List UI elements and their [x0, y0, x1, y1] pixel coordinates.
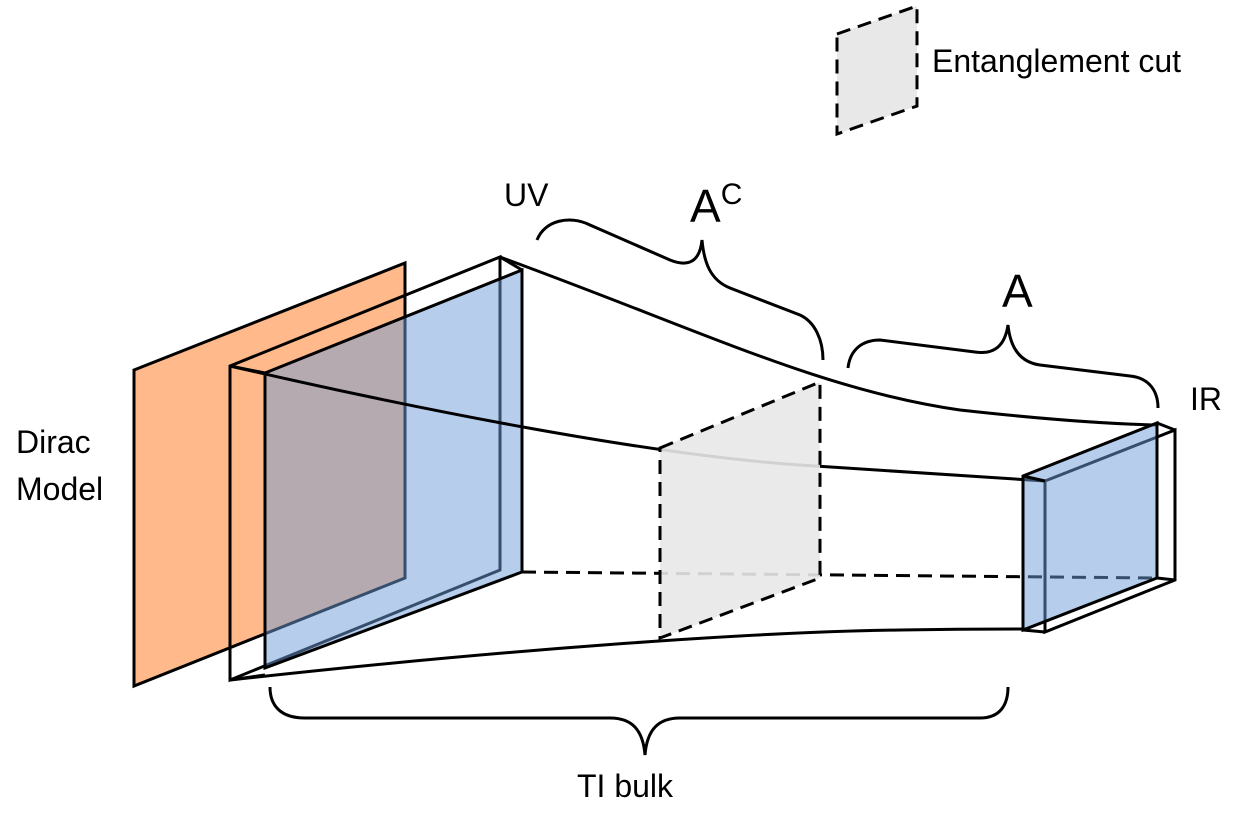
ir-connector-bottom	[1022, 628, 1046, 634]
ir-connector-bottom-right	[1156, 576, 1176, 582]
dirac-label-line1: Dirac	[16, 424, 91, 460]
legend: Entanglement cut	[835, 3, 1181, 137]
bulk-top-curve	[499, 255, 1158, 427]
a-complement-brace	[535, 218, 825, 361]
legend-cut-swatch	[835, 3, 919, 137]
a-complement-superscript: C	[721, 178, 743, 211]
ir-connector-top	[1022, 474, 1046, 483]
uv-label: UV	[504, 177, 549, 213]
ti-bulk-brace	[268, 686, 1010, 756]
a-label: A	[1002, 265, 1033, 317]
a-complement-label: AC	[690, 178, 742, 232]
legend-label: Entanglement cut	[932, 43, 1181, 79]
dirac-label-line2: Model	[16, 471, 103, 507]
bulk-bottom-curve	[229, 627, 1026, 682]
a-complement-base: A	[690, 180, 721, 232]
ir-connector-top-right	[1156, 421, 1176, 432]
ti-bulk-label: TI bulk	[577, 768, 674, 804]
a-brace	[846, 324, 1160, 409]
ir-label: IR	[1190, 381, 1222, 417]
ir-blue-plane	[1021, 420, 1159, 633]
entanglement-cut-plane	[658, 379, 822, 641]
